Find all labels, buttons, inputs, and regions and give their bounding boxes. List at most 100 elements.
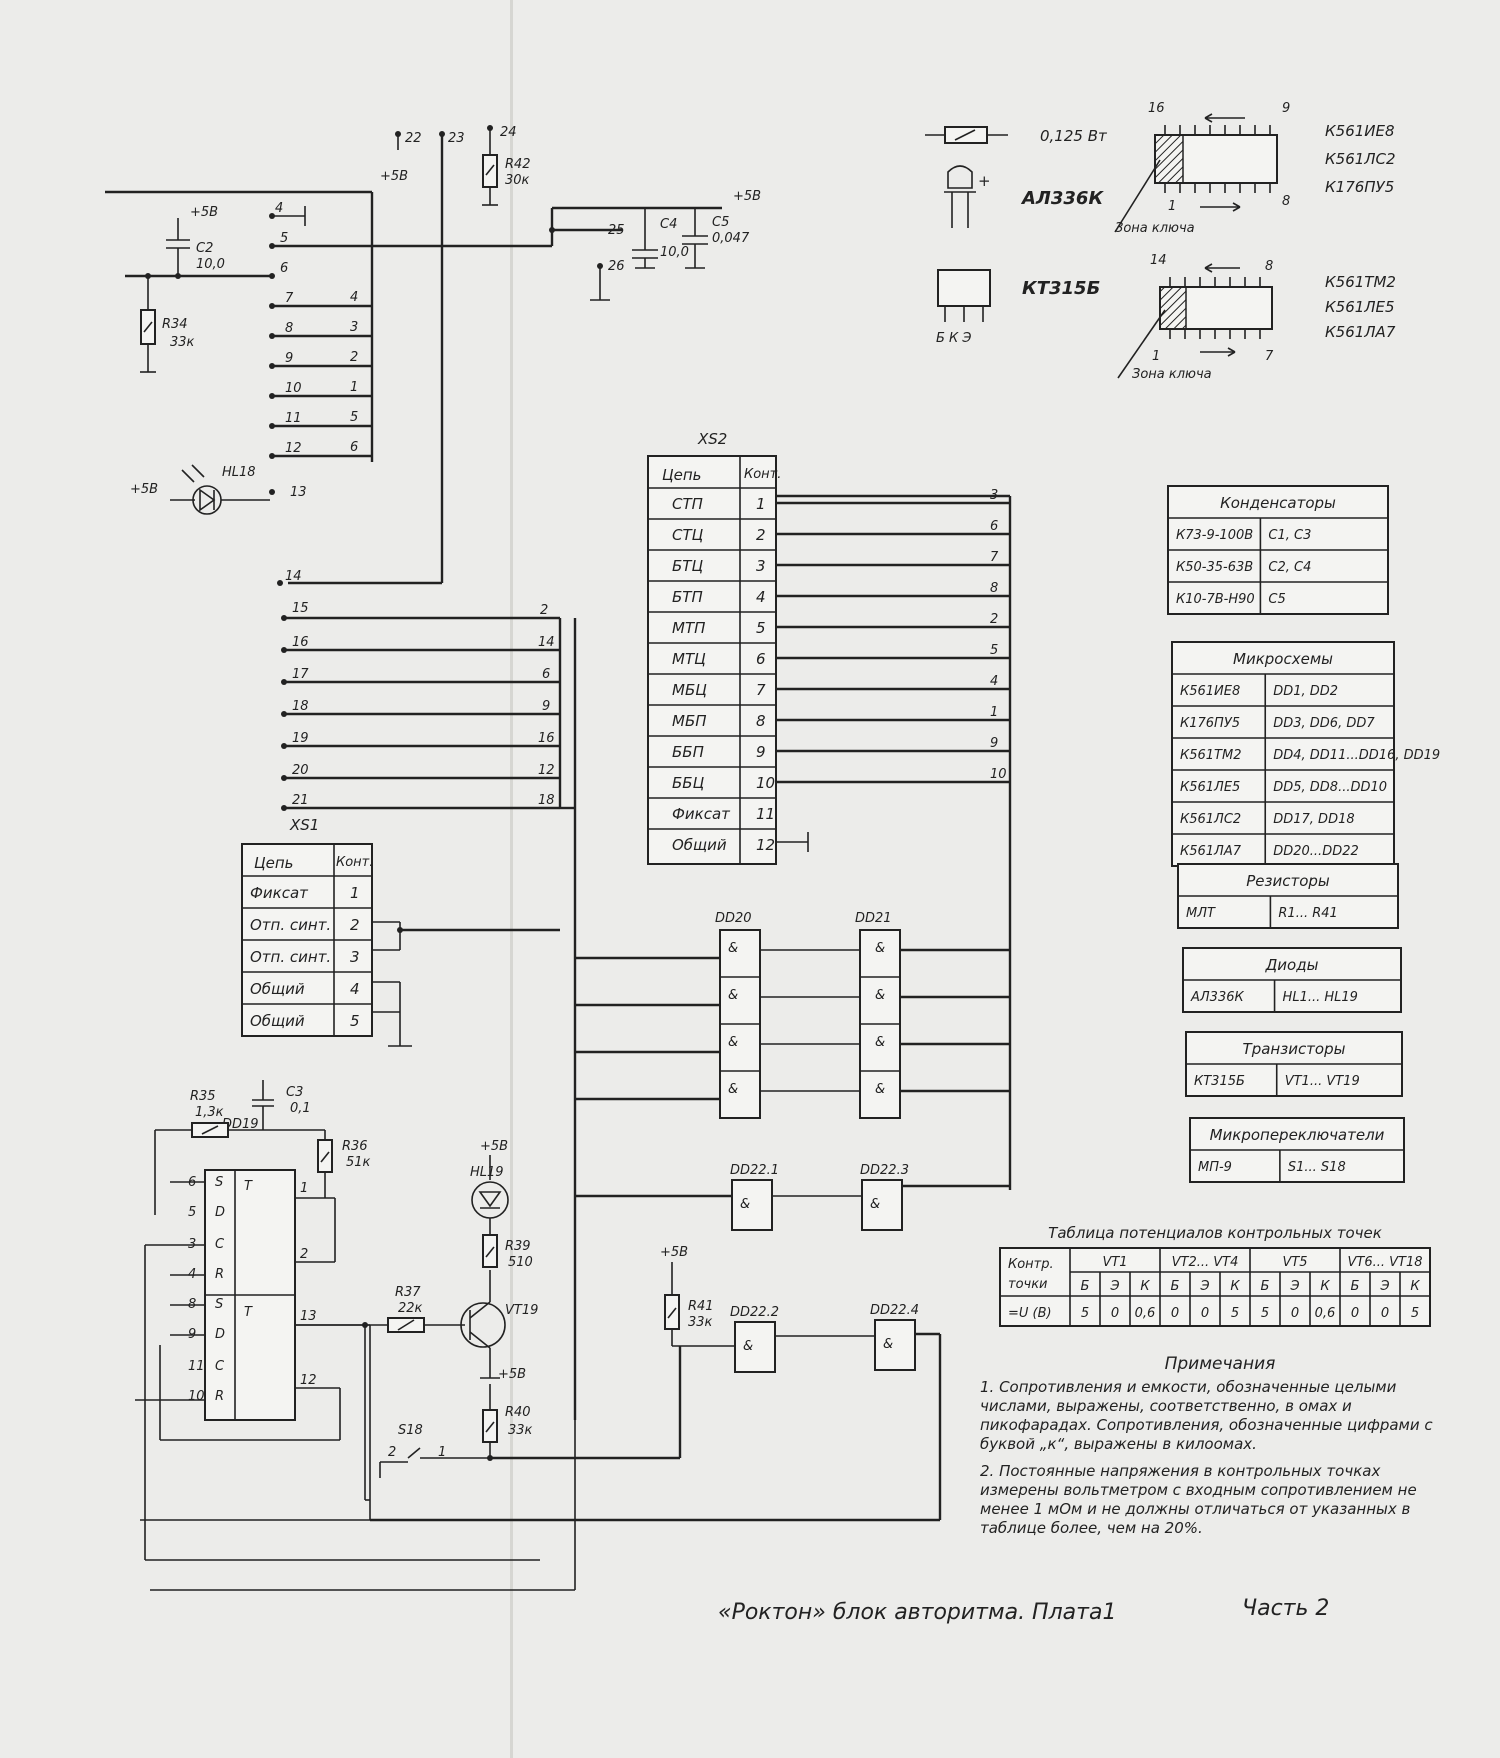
ic14-pin-7: 7 bbox=[1265, 349, 1274, 364]
hl19-plus5: +5В bbox=[480, 1139, 508, 1154]
ic14-type-1: К561ТМ2 bbox=[1325, 273, 1396, 291]
table-resistors-type-1: МЛТ bbox=[1186, 906, 1216, 921]
xs1-head-circuit: Цепь bbox=[254, 854, 294, 872]
dd20-g3-sym: & bbox=[728, 1035, 738, 1050]
paper-fold bbox=[510, 0, 513, 1758]
xs1-circuit-2: Отп. синт. bbox=[250, 916, 331, 934]
gates-dd22: & DD22.1 & DD22.3 & DD22.2 & DD22.4 +5В … bbox=[370, 1163, 1010, 1522]
dd22-1-label: DD22.1 bbox=[730, 1163, 779, 1178]
xs1-circuit-3: Отп. синт. bbox=[250, 948, 331, 966]
svg-text:D: D bbox=[215, 1327, 225, 1342]
potentials-sub-8: Э bbox=[1289, 1279, 1299, 1294]
dd20-g4-sym: & bbox=[728, 1082, 738, 1097]
bus-label-3: 3 bbox=[350, 320, 358, 335]
ic14-type-3: К561ЛА7 bbox=[1325, 323, 1396, 341]
svg-text:2: 2 bbox=[300, 1247, 308, 1262]
vt19-label: VT19 bbox=[505, 1303, 538, 1318]
potentials-rowhead-1: Контр. bbox=[1008, 1257, 1054, 1272]
potentials-value-9: 0,6 bbox=[1315, 1306, 1336, 1321]
xs2-bus-label-9: 9 bbox=[990, 736, 998, 751]
potentials-sub-10: Б bbox=[1351, 1279, 1360, 1294]
bus-label-6: 6 bbox=[350, 440, 358, 455]
dd20-g1-sym: & bbox=[728, 941, 738, 956]
table-capacitors-title: Конденсаторы bbox=[1220, 494, 1336, 512]
bus-label-5: 5 bbox=[350, 410, 358, 425]
dd19-label: DD19 bbox=[222, 1117, 259, 1132]
pin-8-label: 8 bbox=[285, 321, 293, 336]
dd22-2-sym: & bbox=[743, 1339, 753, 1354]
bus-label-2: 2 bbox=[350, 350, 358, 365]
svg-text:3: 3 bbox=[188, 1237, 196, 1252]
gates-dd20-dd21: DD20 DD21 & & & & & & & & bbox=[575, 911, 1010, 1119]
ic16-key-zone: Зона ключа bbox=[1115, 221, 1195, 236]
table-ics-type-5: К561ЛС2 bbox=[1180, 812, 1241, 827]
xs1-contact-4: 4 bbox=[350, 980, 360, 998]
xs2-circuit-4: БТП bbox=[672, 588, 703, 606]
svg-text:R: R bbox=[215, 1389, 224, 1404]
legend-transistor-pins: Б К Э bbox=[936, 331, 972, 346]
c3-value: 0,1 bbox=[290, 1101, 311, 1116]
c2-label: С2 bbox=[196, 241, 213, 256]
xs2-bus-label-8: 1 bbox=[990, 705, 998, 720]
legend-ic16: 16 9 1 8 Зона ключа К561ИЕ8 К561ЛС2 К176… bbox=[1114, 101, 1396, 236]
xs2-bus-label-4: 8 bbox=[990, 581, 998, 596]
table-capacitors-ref-2: С2, С4 bbox=[1268, 560, 1311, 575]
table-capacitors-ref-3: С5 bbox=[1268, 592, 1285, 607]
xs2-contact-1: 1 bbox=[756, 495, 766, 513]
table-transistors-type-1: КТ315Б bbox=[1194, 1074, 1245, 1089]
svg-text:1: 1 bbox=[300, 1181, 308, 1196]
xs1-contact-3: 3 bbox=[350, 948, 360, 966]
dd21-g1-sym: & bbox=[875, 941, 885, 956]
table-ics-type-1: К561ИЕ8 bbox=[1180, 684, 1240, 699]
r42-label: R42 bbox=[505, 157, 531, 172]
potentials-value-4: 0 bbox=[1171, 1306, 1179, 1321]
xs1-head-contact: Конт. bbox=[336, 855, 373, 870]
dd22-1-sym: & bbox=[740, 1197, 750, 1212]
potentials-sub-5: Э bbox=[1199, 1279, 1209, 1294]
hl19-label: HL19 bbox=[470, 1165, 504, 1180]
r39-value: 510 bbox=[508, 1255, 533, 1270]
busl-label-16: 16 bbox=[538, 731, 555, 746]
busl-label-12: 12 bbox=[538, 763, 555, 778]
xs2-contact-9: 9 bbox=[756, 743, 766, 761]
potentials-value-3: 0,6 bbox=[1135, 1306, 1156, 1321]
r39-label: R39 bbox=[505, 1239, 531, 1254]
svg-text:S: S bbox=[215, 1297, 223, 1312]
svg-text:+: + bbox=[978, 172, 991, 190]
r35-value: 1,3к bbox=[195, 1105, 224, 1120]
pin-4-label: 4 bbox=[275, 201, 283, 216]
pin-9-label: 9 bbox=[285, 351, 293, 366]
svg-text:D: D bbox=[215, 1205, 225, 1220]
busl-label-18: 18 bbox=[538, 793, 555, 808]
ic14-key-zone: Зона ключа bbox=[1132, 367, 1212, 382]
xs2-contact-10: 10 bbox=[756, 774, 775, 792]
pin-22-label: 22 bbox=[405, 131, 422, 146]
vt19-plus5: +5В bbox=[498, 1367, 526, 1382]
dd21-g3-sym: & bbox=[875, 1035, 885, 1050]
dd22-3-sym: & bbox=[870, 1197, 880, 1212]
top-connector: 22 23 24 +5В R42 30к bbox=[105, 125, 761, 1420]
pin-21-label: 21 bbox=[292, 793, 309, 808]
xs2-contact-12: 12 bbox=[756, 836, 775, 854]
table-diodes-type-1: АЛ336К bbox=[1190, 990, 1244, 1005]
table-switches-title: Микропереключатели bbox=[1210, 1126, 1385, 1144]
table-ics-ref-3: DD4, DD11...DD16, DD19 bbox=[1273, 748, 1440, 763]
potentials-value-12: 5 bbox=[1411, 1306, 1419, 1321]
s18-label: S18 bbox=[398, 1423, 423, 1438]
c5-label: С5 bbox=[712, 215, 729, 230]
legend-transistor: Б К Э КТ315Б bbox=[936, 269, 1100, 346]
dd19-t1: T bbox=[244, 1179, 253, 1194]
xs2-circuit-3: БТЦ bbox=[672, 557, 703, 575]
xs1-contact-5: 5 bbox=[350, 1012, 360, 1030]
dd22-4-sym: & bbox=[883, 1337, 893, 1352]
pin-15-label: 15 bbox=[292, 601, 309, 616]
table-diodes-ref-1: HL1... HL19 bbox=[1283, 990, 1358, 1005]
dd21-label: DD21 bbox=[855, 911, 892, 926]
xs2-contact-2: 2 bbox=[756, 526, 766, 544]
xs2-bus-label-1: 3 bbox=[990, 488, 998, 503]
ic14-pin-8: 8 bbox=[1265, 259, 1273, 274]
xs2-bus-label-10: 10 bbox=[990, 767, 1007, 782]
r36-label: R36 bbox=[342, 1139, 368, 1154]
